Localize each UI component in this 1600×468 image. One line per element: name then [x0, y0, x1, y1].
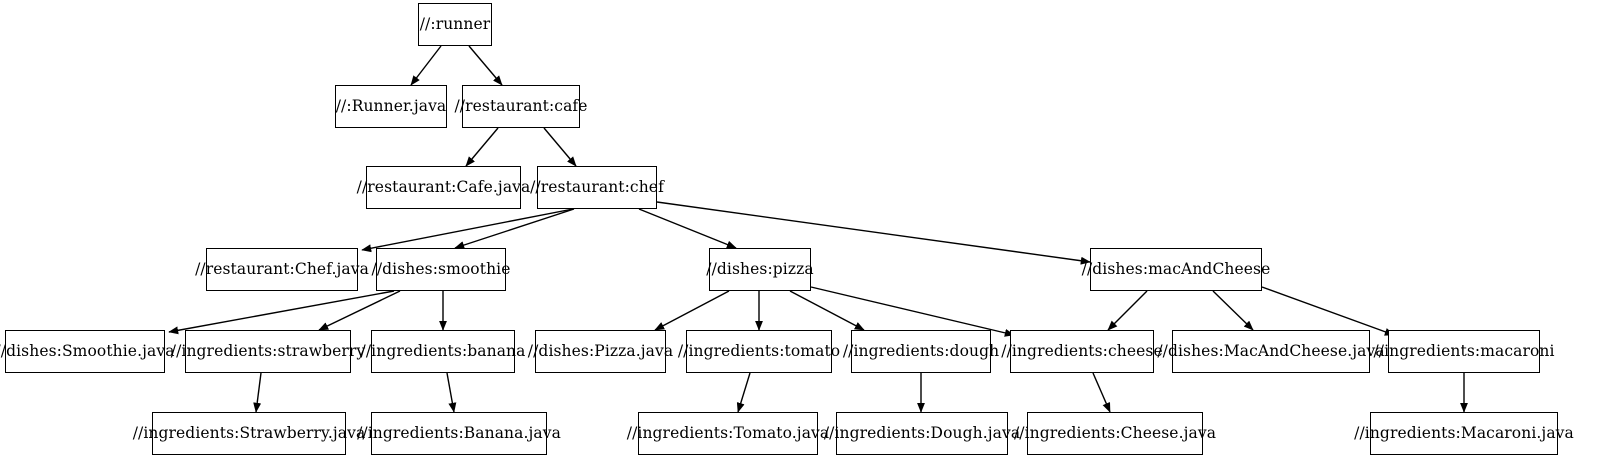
graph-edge-dishes_macandcheese-to-ing_macaroni — [1261, 286, 1395, 336]
graph-node-label: //ingredients:macaroni — [1373, 341, 1555, 360]
graph-edge-runner-to-runner_java — [410, 45, 442, 86]
graph-edge-dishes_smoothie-to-dishes_smoothie_java — [168, 290, 395, 335]
graph-edge-dishes_macandcheese-to-dishes_macandcheese_java — [1212, 290, 1254, 331]
graph-node-dishes_macandcheese[interactable]: //dishes:macAndCheese — [1082, 248, 1270, 291]
graph-node-label: //restaurant:Cafe.java — [356, 177, 531, 196]
graph-node-label: //ingredients:Dough.java — [823, 423, 1021, 442]
graph-node-label: //ingredients:tomato — [677, 341, 841, 360]
graph-node-restaurant_cafe[interactable]: //restaurant:cafe — [454, 85, 587, 128]
graph-node-label: //ingredients:banana — [360, 341, 526, 360]
graph-edge-ing_cheese-to-ing_cheese_java — [1092, 372, 1111, 413]
graph-node-dishes_smoothie_java[interactable]: //dishes:Smoothie.java — [0, 330, 174, 373]
graph-node-label: //ingredients:Banana.java — [357, 423, 561, 442]
graph-node-dishes_pizza[interactable]: //dishes:pizza — [706, 248, 814, 291]
graph-node-runner[interactable]: //:runner — [418, 3, 492, 46]
graph-node-ing_banana_java[interactable]: //ingredients:Banana.java — [357, 412, 561, 455]
graph-node-ing_dough[interactable]: //ingredients:dough — [843, 330, 999, 373]
graph-edge-restaurant_chef-to-dishes_smoothie — [454, 208, 575, 249]
graph-node-ing_macaroni_java[interactable]: //ingredients:Macaroni.java — [1354, 412, 1574, 455]
graph-node-label: //ingredients:cheese — [1001, 341, 1163, 360]
graph-node-label: //ingredients:Tomato.java — [626, 423, 830, 442]
graph-node-ing_tomato_java[interactable]: //ingredients:Tomato.java — [627, 412, 829, 455]
graph-node-label: //restaurant:cafe — [454, 96, 588, 115]
graph-node-label: //dishes:macAndCheese — [1081, 259, 1271, 278]
graph-node-ing_cheese[interactable]: //ingredients:cheese — [1001, 330, 1163, 373]
graph-node-ing_strawberry_java[interactable]: //ingredients:Strawberry.java — [133, 412, 365, 455]
graph-node-label: //dishes:Smoothie.java — [0, 341, 175, 360]
graph-edge-dishes_macandcheese-to-ing_cheese — [1107, 290, 1148, 331]
graph-node-ing_dough_java[interactable]: //ingredients:Dough.java — [824, 412, 1020, 455]
graph-edge-dishes_smoothie-to-ing_strawberry — [318, 290, 401, 331]
graph-edge-dishes_pizza-to-ing_dough — [789, 290, 865, 331]
graph-node-label: //:runner — [419, 14, 491, 33]
graph-edge-restaurant_cafe-to-restaurant_cafe_java — [465, 127, 499, 167]
graph-edge-dishes_pizza-to-dishes_pizza_java — [654, 290, 730, 331]
graph-node-label: //ingredients:dough — [842, 341, 1000, 360]
graph-edge-restaurant_cafe-to-restaurant_chef — [543, 127, 577, 167]
graph-node-label: //ingredients:Cheese.java — [1013, 423, 1217, 442]
graph-edge-restaurant_chef-to-dishes_pizza — [638, 208, 737, 249]
graph-node-label: //restaurant:chef — [530, 177, 664, 196]
graph-node-ing_strawberry[interactable]: //ingredients:strawberry — [171, 330, 365, 373]
graph-node-label: //dishes:MacAndCheese.java — [1157, 341, 1385, 360]
graph-edge-ing_banana-to-ing_banana_java — [446, 372, 457, 413]
graph-node-label: //dishes:Pizza.java — [527, 341, 674, 360]
graph-node-restaurant_chef[interactable]: //restaurant:chef — [530, 166, 664, 209]
graph-edge-dishes_pizza-to-ing_cheese — [810, 286, 1015, 337]
graph-node-dishes_smoothie[interactable]: //dishes:smoothie — [372, 248, 510, 291]
graph-node-label: //:Runner.java — [335, 96, 447, 115]
graph-node-label: //ingredients:strawberry — [170, 341, 366, 360]
graph-node-ing_macaroni[interactable]: //ingredients:macaroni — [1373, 330, 1554, 373]
graph-node-restaurant_chef_java[interactable]: //restaurant:Chef.java — [195, 248, 369, 291]
graph-node-dishes_macandcheese_java[interactable]: //dishes:MacAndCheese.java — [1157, 330, 1385, 373]
graph-node-label: //restaurant:Chef.java — [195, 259, 369, 278]
graph-edge-ing_strawberry-to-ing_strawberry_java — [253, 372, 262, 413]
graph-node-dishes_pizza_java[interactable]: //dishes:Pizza.java — [528, 330, 673, 373]
graph-node-label: //dishes:pizza — [706, 259, 814, 278]
graph-node-label: //ingredients:Macaroni.java — [1354, 423, 1574, 442]
graph-node-label: //dishes:smoothie — [371, 259, 511, 278]
graph-node-restaurant_cafe_java[interactable]: //restaurant:Cafe.java — [357, 166, 530, 209]
graph-edge-restaurant_chef-to-restaurant_chef_java — [361, 208, 574, 253]
graph-node-ing_cheese_java[interactable]: //ingredients:Cheese.java — [1014, 412, 1216, 455]
graph-node-ing_tomato[interactable]: //ingredients:tomato — [678, 330, 840, 373]
graph-edge-runner-to-restaurant_cafe — [468, 45, 503, 86]
graph-node-runner_java[interactable]: //:Runner.java — [335, 85, 447, 128]
graph-node-ing_banana[interactable]: //ingredients:banana — [361, 330, 525, 373]
graph-edge-ing_tomato-to-ing_tomato_java — [736, 372, 751, 413]
graph-node-label: //ingredients:Strawberry.java — [132, 423, 366, 442]
